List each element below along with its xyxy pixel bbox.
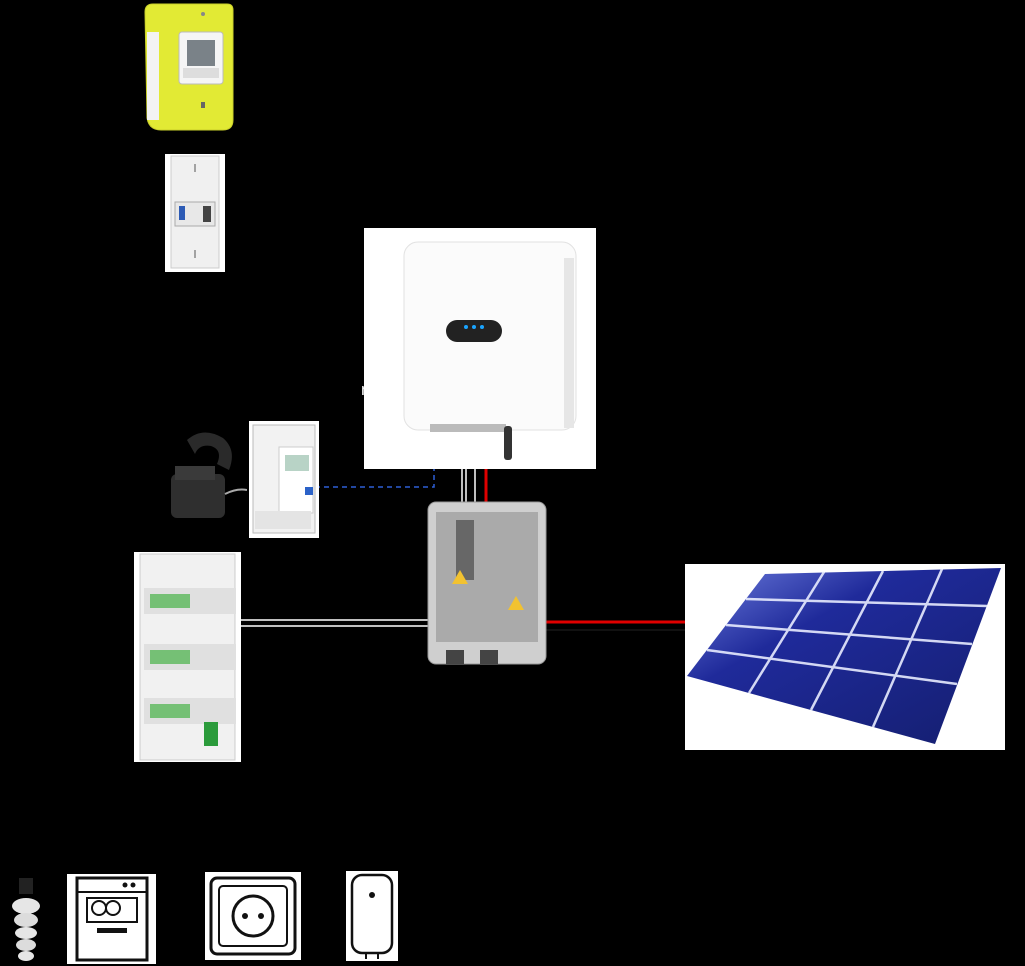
cfl-bulb-icon xyxy=(12,878,40,961)
distribution-board xyxy=(134,552,241,762)
dishwasher xyxy=(67,874,156,964)
linky-meter-icon xyxy=(144,3,234,131)
distribution-board-icon xyxy=(139,553,236,761)
wall-socket xyxy=(205,872,301,960)
power-meter-icon xyxy=(252,424,316,534)
water-heater-icon xyxy=(350,873,394,959)
main-breaker xyxy=(165,154,225,272)
power-outlet-icon xyxy=(209,876,297,956)
solar-inverter-icon xyxy=(403,241,577,460)
circuit-breaker-icon xyxy=(170,155,220,269)
dishwasher-icon xyxy=(75,876,149,962)
inverter xyxy=(364,228,596,469)
water-heater xyxy=(346,871,398,961)
current-clamp xyxy=(165,428,247,523)
light-bulb xyxy=(6,876,46,966)
utility-meter xyxy=(143,2,235,132)
solar-panel-icon xyxy=(687,568,1001,744)
junction-box-icon xyxy=(427,501,547,665)
solar-panel xyxy=(685,564,1005,750)
dc-junction-box xyxy=(426,500,548,670)
current-clamp-icon xyxy=(171,432,247,518)
energy-meter xyxy=(249,421,319,538)
